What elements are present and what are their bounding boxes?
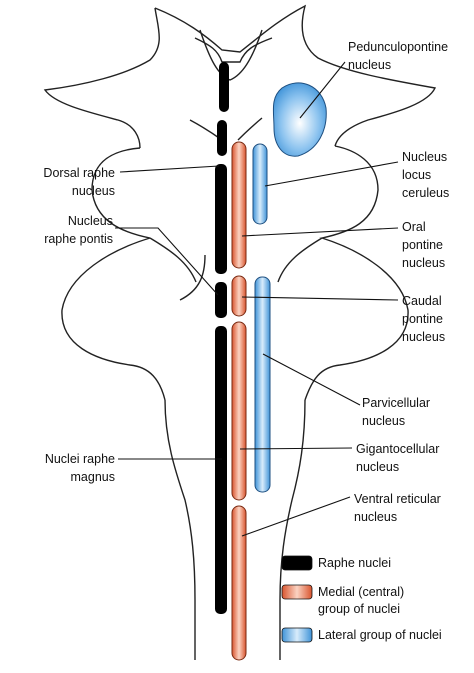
raphe-nuclei: [215, 62, 229, 614]
legend-lateral-swatch: [281, 627, 313, 643]
brainstem-outline: [43, 4, 437, 660]
raphe-segment-4: [215, 282, 227, 318]
leader-dorsal-raphe: [119, 165, 220, 173]
label-oral-pontine: Oral pontine nucleus: [402, 220, 446, 270]
raphe-segment-1: [219, 62, 229, 112]
legend-raphe-swatch: [281, 555, 313, 571]
leader-pedunculopontine: [299, 61, 346, 119]
parvicellular-nucleus: [254, 276, 271, 493]
label-parvicellular: Parvicellular nucleus: [362, 396, 431, 428]
outline-top-left: [43, 7, 160, 149]
outline-right-lobe: [304, 145, 409, 401]
locus-ceruleus-nucleus: [252, 143, 268, 225]
label-raphe-pontis: Nucleus raphe pontis: [44, 214, 113, 246]
oral-pontine-nucleus: [231, 141, 247, 269]
pedunculopontine-nucleus: [272, 82, 327, 157]
outline-inner-right: [277, 237, 323, 283]
leader-parvicellular: [262, 353, 361, 406]
raphe-segment-3: [215, 164, 227, 274]
legend-lateral-label: Lateral group of nuclei: [318, 628, 442, 642]
label-gigantocellular: Gigantocellular nucleus: [356, 442, 440, 474]
legend-medial-swatch: [281, 584, 313, 600]
ventral-reticular-nucleus: [231, 505, 247, 661]
leader-raphe-pontis: [115, 227, 219, 296]
leader-lines: [115, 61, 399, 537]
label-locus-ceruleus: Nucleus locus ceruleus: [402, 150, 450, 200]
leader-ventral-reticular: [241, 496, 351, 537]
legend-medial-label: Medial (central) group of nuclei: [318, 585, 405, 616]
legend-swatches: [281, 555, 313, 643]
leader-locus-ceruleus: [264, 161, 399, 187]
gigantocellular-nucleus: [231, 321, 247, 501]
label-caudal-pontine: Caudal pontine nucleus: [402, 294, 446, 344]
outline-inner-left: [149, 237, 206, 301]
leader-oral-pontine: [241, 227, 399, 237]
outline-left-lobe: [61, 147, 166, 401]
medial-nuclei: [231, 141, 247, 661]
label-ventral-reticular: Ventral reticular nucleus: [354, 492, 441, 524]
label-raphe-magnus: Nuclei raphe magnus: [44, 452, 115, 484]
outline-lower-left: [164, 399, 196, 660]
raphe-segment-2: [217, 120, 227, 156]
label-dorsal-raphe: Dorsal raphe nucleus: [43, 166, 115, 198]
leader-caudal-pontine: [241, 296, 399, 301]
label-pedunculopontine: Pedunculopontine nucleus: [348, 40, 449, 72]
outline-lower-right: [279, 399, 306, 660]
legend-raphe-label: Raphe nuclei: [318, 556, 391, 570]
outline-top: [154, 4, 437, 147]
leader-gigantocellular: [239, 447, 353, 450]
raphe-segment-5: [215, 326, 227, 614]
caudal-pontine-nucleus: [231, 275, 247, 317]
outline-midline-top: [199, 29, 263, 81]
outline-colliculi: [194, 37, 273, 63]
lateral-nuclei: [252, 82, 327, 493]
